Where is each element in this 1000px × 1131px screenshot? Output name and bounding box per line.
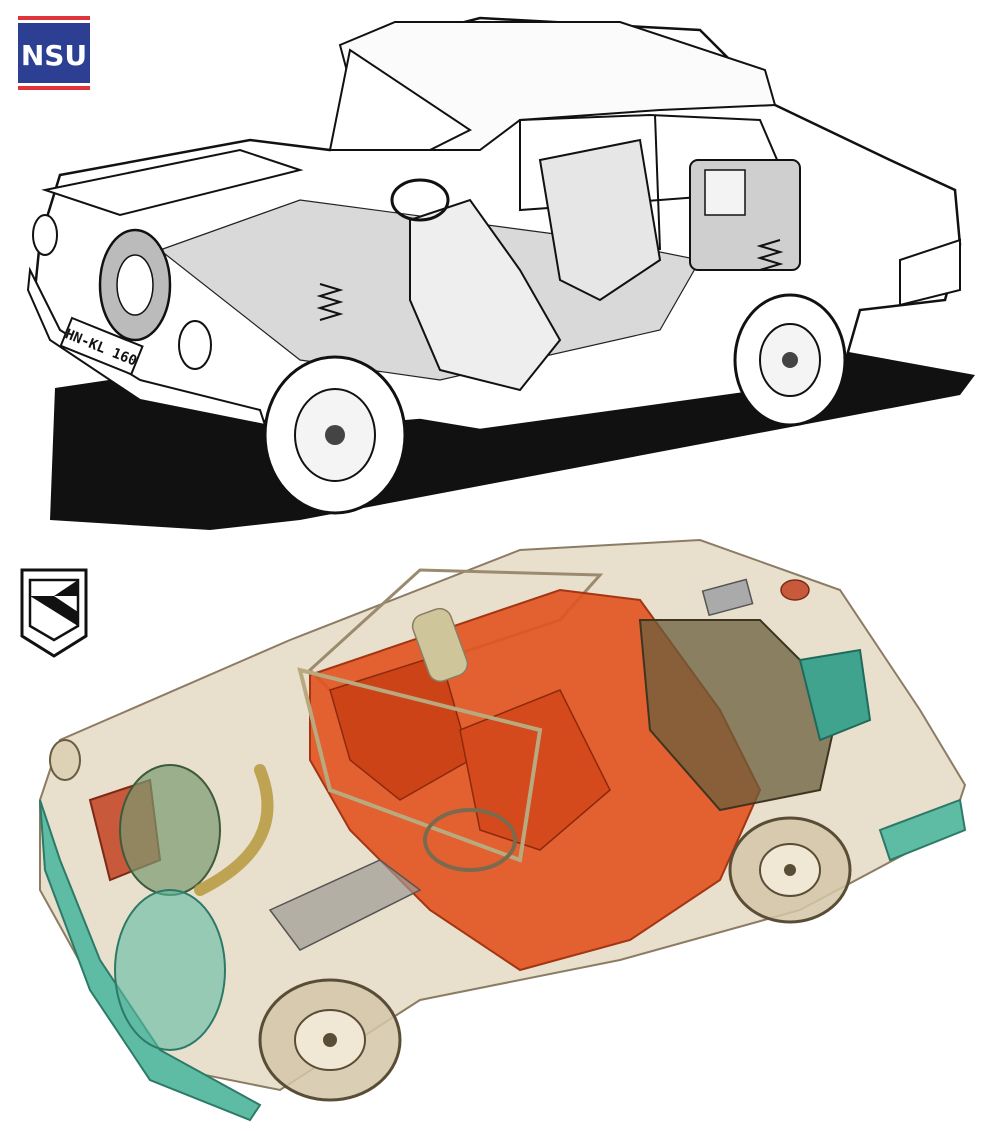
rear-bumper	[878, 798, 967, 862]
front-wheel	[258, 978, 402, 1102]
rear-seat	[538, 138, 662, 302]
front-wheel	[263, 355, 407, 515]
rear-wheel	[733, 293, 847, 427]
headrest	[411, 607, 469, 683]
windshield	[328, 48, 472, 151]
front-bumper	[39, 799, 262, 1122]
nsu-cutaway-drawing: HN-KL 160	[26, 16, 975, 530]
steering-wheel	[390, 178, 450, 222]
rear-wheel	[728, 816, 852, 924]
rear-spring	[756, 239, 784, 271]
spare-wheel	[119, 764, 221, 896]
nsu-logo-text: NSU	[21, 39, 87, 72]
front-hood	[41, 148, 304, 217]
headlight-left	[49, 739, 81, 781]
zaz-emblem-icon	[20, 568, 88, 658]
zaz-phantom-drawing	[39, 538, 967, 1122]
front-spring	[316, 283, 344, 321]
steering-wheel	[423, 808, 517, 872]
front-seat	[409, 198, 562, 392]
nsu-logo: NSU	[18, 16, 90, 90]
tail-light	[780, 579, 810, 601]
rear-engine	[638, 619, 842, 812]
nsu-cutaway-panel: HN-KL 160	[0, 0, 1000, 540]
headlight-right	[178, 320, 212, 370]
engine-cooling	[798, 648, 872, 742]
front-wheel-teal	[114, 889, 226, 1051]
windshield-frame	[297, 667, 543, 863]
rear-bumper	[899, 238, 961, 307]
zaz-phantom-panel	[0, 530, 1000, 1127]
fuel-pipe	[194, 764, 274, 896]
front-suspension	[268, 859, 422, 951]
headlight-left	[32, 214, 58, 256]
